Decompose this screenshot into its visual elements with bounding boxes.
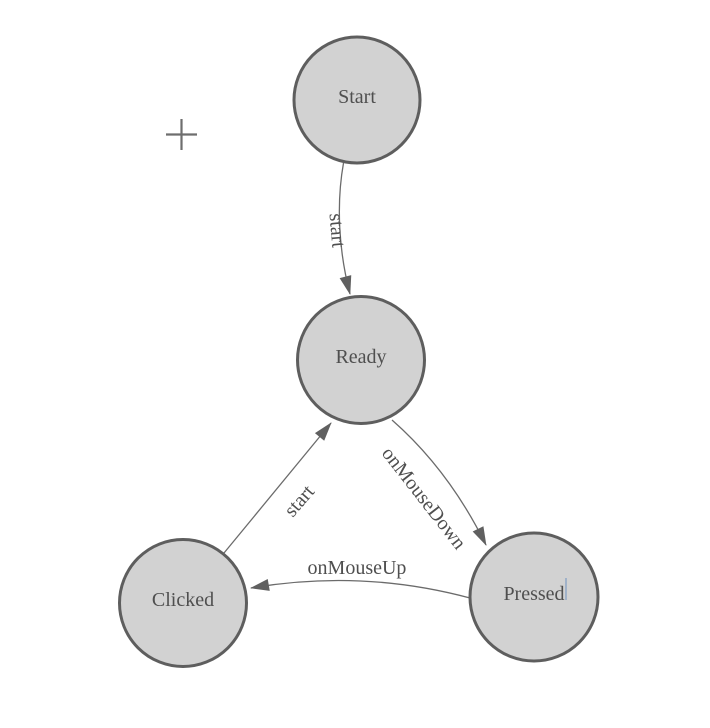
transition-edges xyxy=(223,162,487,599)
state-label-start: Start xyxy=(338,86,376,108)
origin-crosshair-icon xyxy=(166,119,197,150)
state-circle-start[interactable] xyxy=(292,35,422,165)
transition-edge-clicked-to-ready[interactable] xyxy=(223,422,332,554)
state-label-clicked: Clicked xyxy=(152,589,214,611)
state-label-pressed: Pressed xyxy=(503,583,564,605)
state-node-ready[interactable]: Ready xyxy=(296,295,426,425)
transition-edge-start-to-ready[interactable] xyxy=(338,162,352,295)
state-node-start[interactable]: Start xyxy=(292,35,422,165)
state-circle-clicked[interactable] xyxy=(118,538,248,668)
transition-edge-pressed-to-clicked[interactable] xyxy=(250,579,471,599)
state-node-pressed[interactable]: Pressed xyxy=(468,531,600,663)
state-circle-ready[interactable] xyxy=(296,295,426,425)
edge-label-onmousedown: onMouseDown xyxy=(377,443,470,554)
transition-edge-ready-to-pressed[interactable] xyxy=(391,419,487,546)
state-label-ready: Ready xyxy=(335,346,386,368)
edge-label-start-bottom: start xyxy=(280,481,319,522)
state-node-clicked[interactable]: Clicked xyxy=(118,538,248,668)
edge-label-start-top: start xyxy=(325,212,350,249)
edge-label-onmouseup: onMouseUp xyxy=(308,557,407,579)
state-circle-pressed[interactable] xyxy=(468,531,600,663)
